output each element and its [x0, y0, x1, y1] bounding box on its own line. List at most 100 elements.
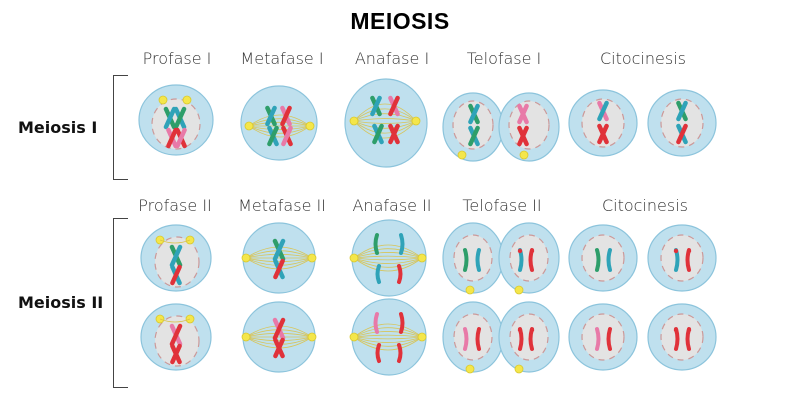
spindle-fiber	[353, 113, 417, 122]
chromosome-x	[468, 125, 480, 147]
chromatid-tip	[673, 248, 679, 254]
spindle-fiber	[353, 336, 423, 340]
cell-citocinesis-1b	[647, 89, 717, 157]
chromosome-x	[517, 103, 529, 125]
spindle-fiber	[353, 336, 423, 343]
chromosome-x	[597, 123, 609, 145]
chromatid	[373, 312, 379, 334]
spindle-fiber	[353, 248, 423, 259]
chromatid	[399, 233, 405, 255]
nucleus	[453, 313, 493, 361]
spindle-fiber	[353, 331, 423, 338]
stage-label-profase-2: Profase II	[138, 196, 212, 215]
chromatid	[463, 327, 469, 351]
chromatid	[375, 343, 381, 363]
chromosome-x	[163, 106, 177, 130]
chromosome-x	[676, 100, 688, 122]
chromosome-x	[370, 95, 382, 117]
centrosome	[307, 253, 317, 263]
cell-membrane	[240, 85, 318, 161]
chromosome-x	[372, 123, 384, 145]
spindle-fiber	[245, 257, 313, 263]
nucleus	[581, 98, 625, 148]
cell-metafase-1	[240, 85, 318, 161]
cell-citocinesis-2a-2	[568, 303, 638, 371]
chromosome-x	[597, 100, 609, 122]
centrosome	[349, 332, 359, 342]
cell-citocinesis-1a	[568, 89, 638, 157]
nucleus	[660, 234, 704, 282]
chromatid	[373, 233, 379, 255]
chromosome-x	[676, 123, 688, 145]
chromatid-tip	[529, 327, 535, 333]
spindle-fiber	[353, 120, 417, 129]
centrosome	[305, 121, 315, 131]
spindle-fiber	[353, 108, 417, 122]
centrosome	[465, 364, 475, 374]
centrosome	[519, 150, 529, 160]
nucleus	[452, 100, 494, 150]
spindle-fiber	[353, 257, 423, 268]
cell-citocinesis-2b-1	[647, 224, 717, 292]
stage-label-citocinesis-2: Citocinesis	[601, 196, 689, 215]
chromosome-x	[265, 105, 277, 127]
cell-membrane	[351, 219, 427, 297]
cell-telofase-1	[442, 92, 560, 162]
chromosome-x	[169, 323, 183, 347]
chromatid	[595, 248, 601, 272]
spindle-fiber	[353, 103, 417, 122]
spindle-fiber	[353, 336, 423, 351]
chromatid-tip	[529, 248, 535, 254]
centrosome	[241, 253, 251, 263]
cell-profase-1	[138, 84, 214, 156]
centrosome	[349, 116, 359, 126]
chromatid	[397, 343, 403, 363]
chromosome-x	[175, 127, 187, 149]
spindle-fiber	[245, 336, 313, 342]
chromatid-tip	[517, 327, 523, 333]
cell-telofase-2-2	[442, 301, 560, 374]
chromosome-x	[272, 317, 286, 341]
meiosis-1-bracket	[113, 75, 128, 180]
cell-membrane	[351, 298, 427, 376]
centrosome	[241, 332, 251, 342]
spindle-fiber	[353, 334, 423, 338]
meiosis-2-bracket	[113, 218, 128, 388]
cell-citocinesis-2a-1	[568, 224, 638, 292]
spindle-fiber	[353, 120, 417, 124]
centrosome	[457, 150, 467, 160]
cell-profase-2-2	[140, 303, 212, 371]
stage-label-metafase-1: Metafase I	[240, 49, 324, 68]
cell-anafase-2-2	[349, 298, 427, 376]
chromatid	[399, 312, 405, 334]
stage-label-anafase-2: Anafase II	[352, 196, 432, 215]
spindle-fiber	[353, 336, 423, 347]
cell-metafase-2-2	[241, 301, 317, 373]
chromosome-x	[170, 343, 182, 365]
nucleus	[508, 100, 550, 150]
cell-citocinesis-2b-2	[647, 303, 717, 371]
chromatid	[463, 248, 469, 272]
chromosome-x	[468, 103, 480, 125]
spindle-fiber	[248, 125, 311, 131]
chromatid	[595, 327, 601, 351]
centrosome	[158, 95, 168, 105]
chromatid	[475, 327, 481, 351]
stage-label-anafase-1: Anafase I	[354, 49, 430, 68]
chromatid-tip	[686, 248, 692, 254]
chromosome-x	[272, 238, 286, 262]
chromatid	[606, 327, 612, 351]
row-label-meiosis-1: Meiosis I	[18, 118, 98, 137]
cell-profase-2-1	[140, 224, 212, 292]
centrosome	[182, 95, 192, 105]
spindle-fiber	[353, 255, 423, 259]
nucleus	[660, 313, 704, 361]
nucleus	[453, 234, 493, 282]
chromosome-x	[173, 106, 187, 130]
spindle-fiber	[353, 257, 423, 264]
centrosome	[411, 116, 421, 126]
chromosome-x	[267, 125, 279, 147]
row-label-meiosis-2: Meiosis II	[18, 293, 104, 312]
stage-label-telofase-2: Telofase II	[462, 196, 542, 215]
